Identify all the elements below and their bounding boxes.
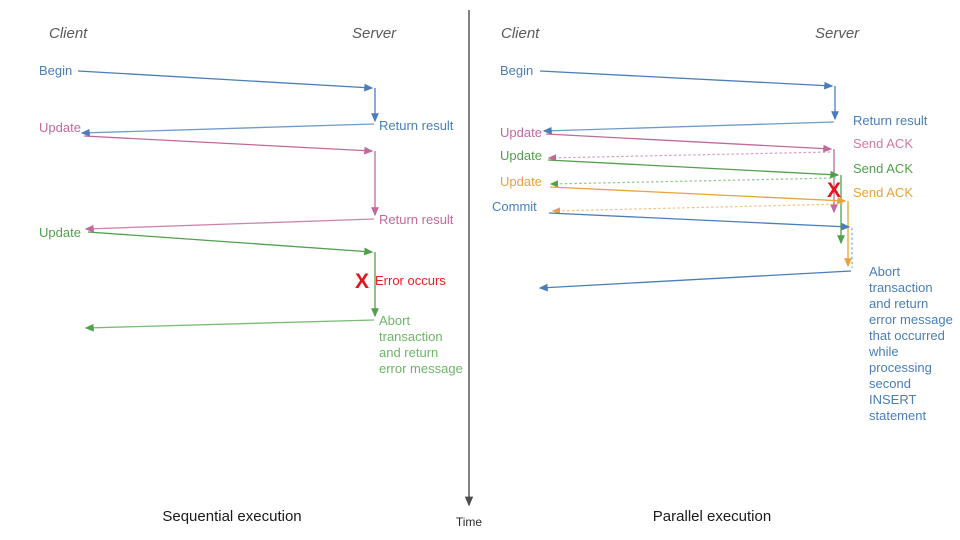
lane-title-server-sequential: Server [352, 25, 397, 42]
label-update-2-sequential: Update [39, 225, 81, 240]
caption-sequential-execution: Sequential execution [162, 508, 301, 525]
arrow-ack-2-parallel [549, 177, 837, 188]
arrow-update-2-parallel [547, 159, 845, 245]
time-axis-label: Time [456, 515, 483, 529]
error-x-icon-parallel: X [827, 179, 841, 202]
arrow-update-1-parallel [545, 133, 838, 214]
label-error-occurs-sequential: Error occurs [375, 273, 446, 288]
label-update-3-parallel: Update [500, 174, 542, 189]
lane-title-client-sequential: Client [49, 25, 88, 42]
error-x-icon-sequential: X [355, 270, 369, 293]
arrow-update-3-parallel [549, 186, 852, 268]
lane-title-client-parallel: Client [501, 25, 540, 42]
arrow-update-2-sequential [84, 231, 379, 332]
parallel-panel-arrows [538, 70, 853, 292]
arrow-ack-1-parallel [547, 151, 831, 162]
caption-parallel-execution: Parallel execution [653, 508, 771, 525]
label-update-2-parallel: Update [500, 148, 542, 163]
label-return-result-2-sequential: Return result [379, 212, 454, 227]
label-send-ack-1-parallel: Send ACK [853, 136, 913, 151]
label-commit-parallel: Commit [492, 199, 537, 214]
arrow-commit-parallel [538, 212, 853, 292]
label-begin-sequential: Begin [39, 63, 72, 78]
lane-title-server-parallel: Server [815, 25, 860, 42]
label-update-1-parallel: Update [500, 125, 542, 140]
arrow-begin-sequential [77, 70, 379, 137]
label-begin-parallel: Begin [500, 63, 533, 78]
sequential-panel-arrows [77, 70, 379, 332]
label-send-ack-3-parallel: Send ACK [853, 185, 913, 200]
arrow-ack-3-parallel [551, 203, 844, 215]
label-return-result-parallel: Return result [853, 113, 928, 128]
label-send-ack-2-parallel: Send ACK [853, 161, 913, 176]
label-return-result-1-sequential: Return result [379, 118, 454, 133]
arrow-begin-parallel [539, 70, 839, 135]
label-update-1-sequential: Update [39, 120, 81, 135]
arrow-update-1-sequential [83, 135, 379, 233]
